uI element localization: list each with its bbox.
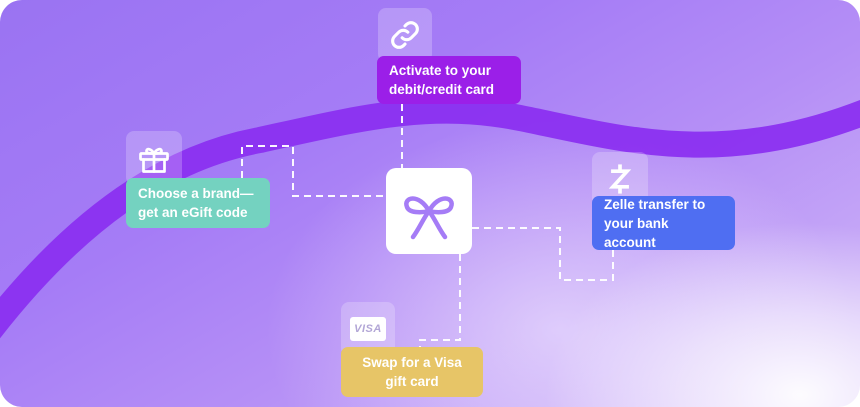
decorative-ribbon-wave [0,97,860,339]
zelle-line-1: Zelle transfer to [604,196,706,212]
visa-icon: VISA [350,317,386,341]
visa-line-2: gift card [385,374,439,389]
activate-line-1: Activate to your [389,63,492,78]
gift-icon-tile [126,131,182,185]
zelle-icon [608,164,632,194]
activate-line-2: debit/credit card [389,82,495,97]
zelle-line-2: your bank account [604,215,669,250]
zelle-transfer-label: Zelle transfer to your bank account [592,196,735,250]
gift-icon [139,147,169,173]
activate-card-label: Activate to your debit/credit card [377,56,521,104]
link-icon [391,21,419,49]
connector-visa [419,254,461,347]
visa-line-1: Swap for a Visa [362,355,462,370]
gift-ribbon-icon [404,196,454,240]
brand-line-1: Choose a brand— [138,186,254,201]
brand-line-2: get an eGift code [138,205,248,220]
link-icon-tile [378,8,432,62]
center-gift-box [386,168,472,254]
visa-swap-label: Swap for a Visa gift card [341,347,483,397]
choose-brand-label: Choose a brand— get an eGift code [126,178,270,228]
